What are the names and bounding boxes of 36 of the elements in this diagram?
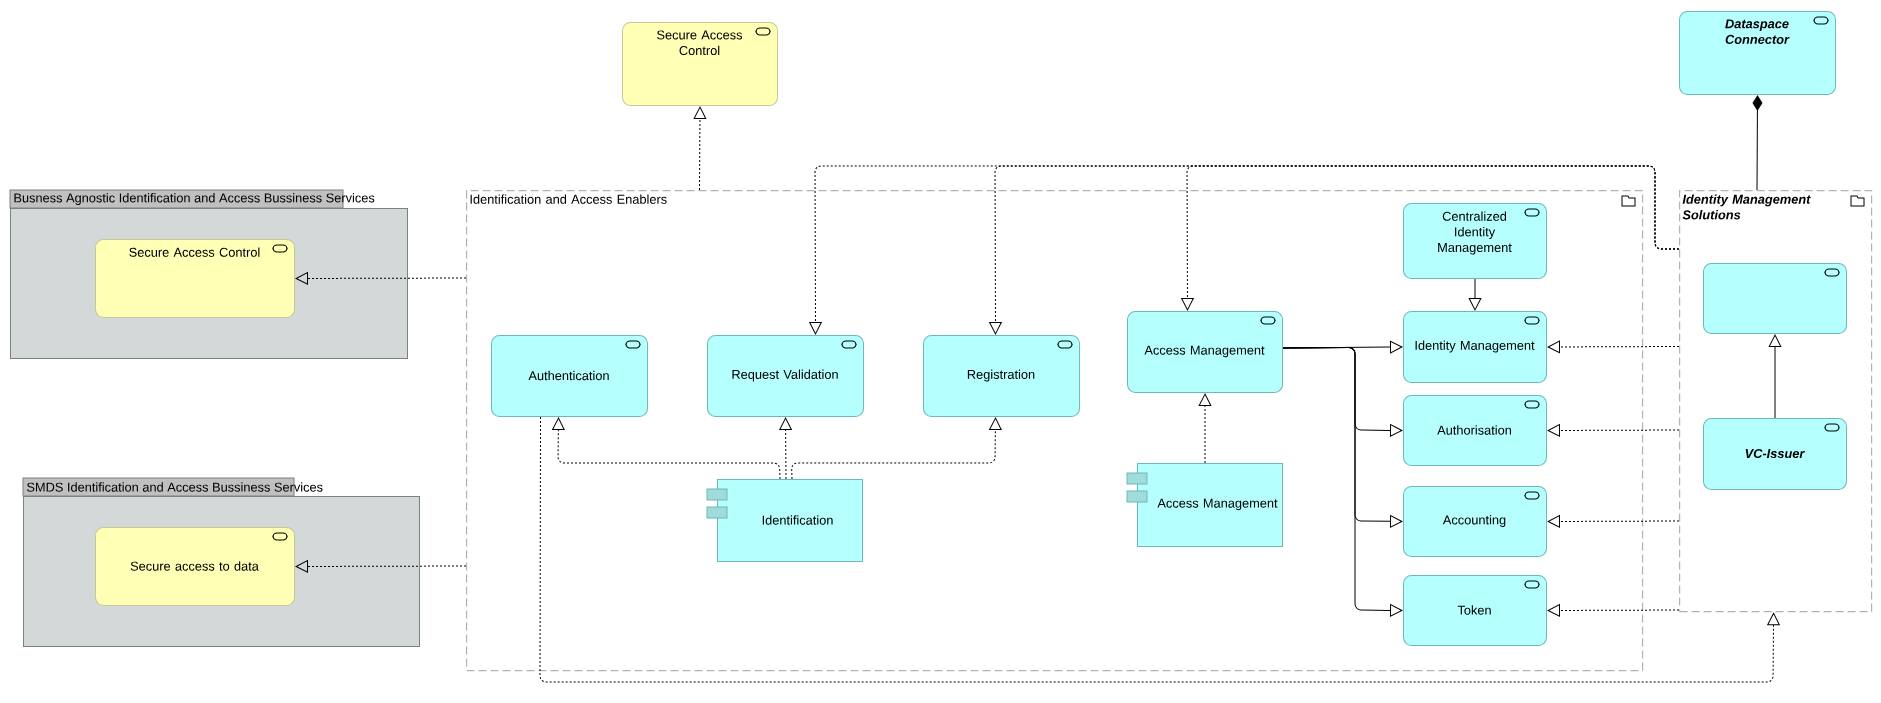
service-box: Registration: [923, 335, 1080, 417]
arrow: [1547, 604, 1680, 617]
service-box: Dataspace Connector: [1679, 11, 1836, 95]
service-box: [1703, 263, 1847, 334]
arrow: [1547, 340, 1680, 354]
component-box: Access Management: [1137, 463, 1283, 547]
arrow: [552, 417, 781, 480]
service-box: Centralized Identity Management: [1403, 203, 1547, 279]
component-box: Identification: [717, 479, 863, 562]
node-label: Busness Agnostic Identification and Access Bussiness Services: [14, 193, 375, 205]
arrow: [295, 272, 467, 285]
service-box: Access Management: [1127, 311, 1283, 393]
service-box: Authorisation: [1403, 395, 1547, 466]
arrow: [295, 560, 467, 573]
arrow: [693, 106, 707, 191]
service-box: VC-Issuer: [1703, 418, 1847, 490]
arrow: [1768, 334, 1782, 419]
arrow: [1198, 393, 1212, 464]
service-box: Authentication: [491, 335, 648, 417]
service-box: Token: [1403, 575, 1547, 646]
arrow: [1752, 95, 1763, 191]
arrow: [1547, 424, 1680, 437]
arrow: [791, 417, 1002, 480]
arrow: [1547, 515, 1680, 528]
node-label: SMDS Identification and Access Bussiness Services: [27, 482, 323, 492]
service-box: Request Validation: [707, 335, 864, 417]
arrow: [1468, 278, 1482, 311]
service-box: Secure access to data: [95, 527, 295, 606]
service-box: Secure Access Control: [95, 239, 295, 318]
arrow: [779, 417, 792, 480]
arrow: [1181, 165, 1680, 311]
arrow: [539, 416, 1780, 683]
service-box: Accounting: [1403, 486, 1547, 557]
service-box: Identity Management: [1403, 311, 1547, 383]
service-box: Secure Access Control: [622, 22, 778, 106]
arrow: [1282, 347, 1403, 617]
